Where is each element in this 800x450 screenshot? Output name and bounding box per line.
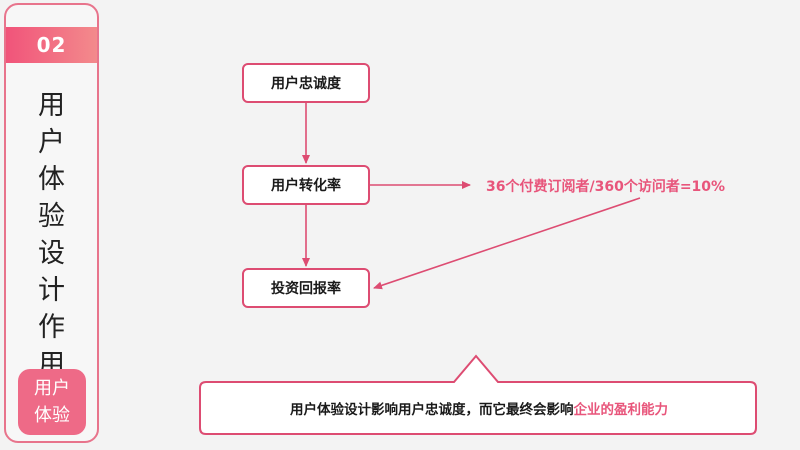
title-char: 验 (38, 201, 65, 232)
callout-text: 用户体验设计影响用户忠诚度，而它最终会影响企业的盈利能力 (200, 384, 758, 432)
callout-box (199, 354, 757, 435)
title-char: 用 (38, 90, 65, 121)
title-char: 设 (38, 238, 65, 269)
section-number: 02 (6, 27, 97, 63)
vertical-title: 用 户 体 验 设 计 作 用 (6, 87, 97, 383)
conversion-formula: 36个付费订阅者/360个访问者=10% (486, 179, 726, 195)
title-char: 作 (38, 312, 65, 343)
node-user-loyalty: 用户忠诚度 (242, 63, 370, 103)
node-user-conversion: 用户转化率 (242, 165, 370, 205)
arrow-formula-to-roi (373, 197, 641, 290)
section-sidebar: 02 用 户 体 验 设 计 作 用 用户 体验 (4, 3, 99, 443)
callout-main-text: 用户体验设计影响用户忠诚度，而它最终会影响 (290, 402, 574, 418)
title-char: 体 (38, 164, 65, 195)
tag-badge: 用户 体验 (18, 369, 86, 435)
callout-highlight: 企业的盈利能力 (573, 402, 669, 418)
tag-line: 用户 (34, 378, 70, 399)
tag-line: 体验 (34, 405, 70, 426)
title-char: 计 (38, 275, 65, 306)
node-roi: 投资回报率 (242, 268, 370, 308)
title-char: 户 (38, 127, 65, 158)
